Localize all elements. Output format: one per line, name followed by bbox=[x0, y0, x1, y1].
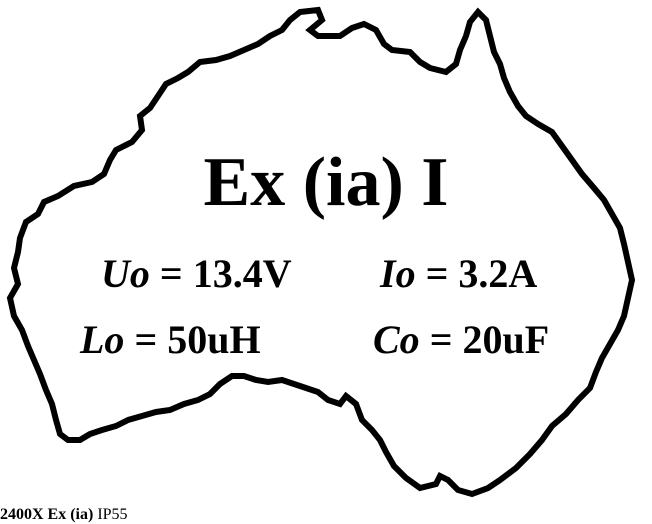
param-io: Io = 3.2A bbox=[380, 252, 537, 296]
param-value: 20uF bbox=[462, 317, 550, 362]
param-lo: Lo = 50uH bbox=[80, 318, 261, 362]
param-symbol: Co bbox=[373, 317, 420, 362]
footer-rating: IP55 bbox=[93, 506, 128, 523]
param-symbol: Io bbox=[380, 251, 416, 296]
param-symbol: Uo bbox=[101, 251, 150, 296]
param-equals: = bbox=[419, 317, 463, 362]
param-co: Co = 20uF bbox=[373, 318, 549, 362]
param-uo: Uo = 13.4V bbox=[101, 252, 292, 296]
param-equals: = bbox=[124, 317, 168, 362]
param-value: 50uH bbox=[167, 317, 261, 362]
param-value: 13.4V bbox=[192, 251, 292, 296]
param-value: 3.2A bbox=[458, 251, 538, 296]
param-symbol: Lo bbox=[80, 317, 125, 362]
footer-model: 2400X Ex (ia) bbox=[0, 506, 94, 523]
param-equals: = bbox=[415, 251, 459, 296]
param-equals: = bbox=[149, 251, 193, 296]
protection-marking-title: Ex (ia) I bbox=[203, 144, 449, 221]
footer-caption: 2400X Ex (ia) IP55 bbox=[0, 506, 128, 524]
